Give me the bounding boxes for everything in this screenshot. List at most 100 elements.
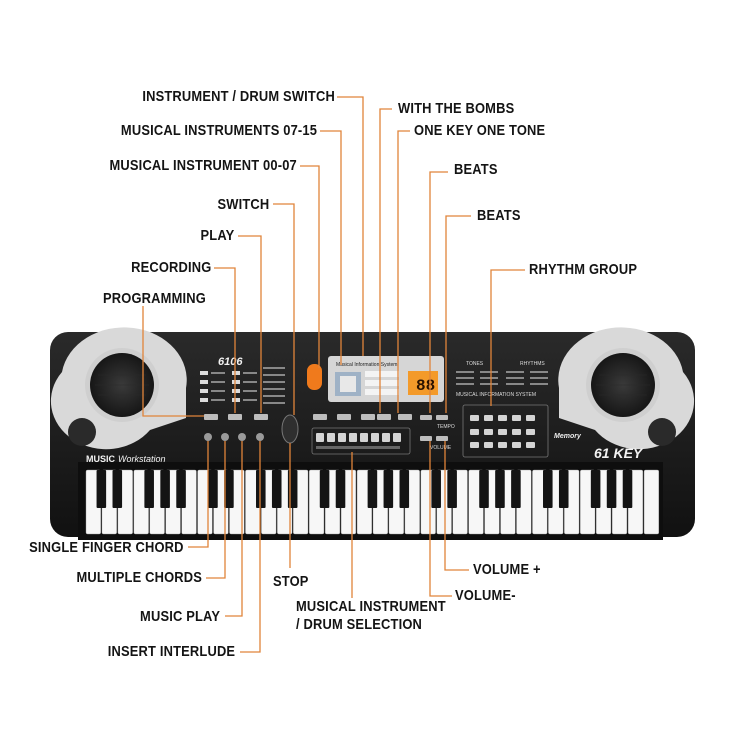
label-recording: RECORDING	[130, 259, 211, 276]
label-programming: PROGRAMMING	[103, 290, 206, 307]
function-buttons-top[interactable]	[204, 414, 268, 420]
black-key[interactable]	[622, 470, 633, 508]
black-key[interactable]	[176, 470, 186, 508]
leader-multiple-chords	[206, 441, 226, 579]
play-button	[254, 414, 268, 420]
led-digits: 88	[416, 377, 435, 395]
black-key[interactable]	[112, 470, 123, 508]
black-key[interactable]	[431, 470, 441, 508]
stop-button[interactable]	[281, 414, 299, 444]
label-single-finger-chord: SINGLE FINGER CHORD	[29, 539, 184, 556]
instrument-drum-selection-buttons[interactable]	[311, 427, 411, 455]
black-key[interactable]	[319, 470, 330, 508]
black-key[interactable]	[96, 470, 107, 508]
leader-recording	[214, 267, 236, 413]
label-switch: SWITCH	[217, 196, 269, 213]
label-play: PLAY	[200, 227, 234, 244]
svg-text:VOLUME: VOLUME	[430, 445, 452, 451]
leader-rhythm-group	[490, 269, 525, 406]
multiple-chords-button	[221, 433, 229, 441]
label-instrument-drum-switch: INSTRUMENT / DRUM SWITCH	[142, 88, 335, 105]
rhythm-group-buttons[interactable]	[462, 404, 549, 458]
leader-music-play	[225, 441, 243, 617]
instrument-list-middle	[263, 367, 285, 404]
black-key[interactable]	[144, 470, 154, 508]
instrument-drum-switch[interactable]	[307, 364, 322, 390]
leader-beats-1	[429, 171, 448, 413]
svg-text:TEMPO: TEMPO	[437, 424, 455, 430]
black-key[interactable]	[495, 470, 505, 508]
leader-one-key-one-tone	[397, 130, 410, 413]
leader-volume-plus	[444, 441, 469, 571]
svg-text:RHYTHMS: RHYTHMS	[520, 361, 545, 367]
label-one-key-one-tone: ONE KEY ONE TONE	[414, 122, 546, 139]
black-key[interactable]	[590, 470, 601, 508]
label-music-play: MUSIC PLAY	[139, 608, 220, 625]
leader-switch	[273, 203, 295, 415]
black-keys[interactable]	[96, 470, 633, 508]
black-key[interactable]	[558, 470, 569, 508]
music-play-button	[238, 433, 246, 441]
brand-music: MUSIC	[86, 454, 116, 464]
black-key[interactable]	[511, 470, 521, 508]
label-musical-instruments-07-15: MUSICAL INSTRUMENTS 07-15	[120, 122, 317, 139]
leader-insert-interlude	[240, 441, 261, 653]
white-key[interactable]	[643, 469, 659, 535]
black-key[interactable]	[208, 470, 218, 508]
black-key[interactable]	[543, 470, 553, 508]
mode-buttons[interactable]	[313, 414, 412, 420]
leader-instrument-drum-switch	[337, 96, 364, 356]
tone-rhythm-list: TONES RHYTHMS MUSICAL INFORMATION SYSTEM	[456, 361, 548, 398]
black-key[interactable]	[160, 470, 170, 508]
label-instrument-drum-selection-2: / DRUM SELECTION	[296, 616, 423, 633]
black-key[interactable]	[447, 470, 457, 508]
black-key[interactable]	[224, 470, 234, 508]
volume-plus-button	[436, 436, 448, 441]
chord-buttons[interactable]	[204, 433, 264, 441]
tempo-volume-buttons[interactable]	[420, 415, 448, 441]
svg-text:TONES: TONES	[466, 361, 484, 367]
black-key[interactable]	[367, 470, 378, 508]
leader-musical-instruments-07-15	[320, 130, 342, 365]
black-key[interactable]	[606, 470, 617, 508]
black-key[interactable]	[287, 470, 298, 508]
memory-label: Memory	[554, 433, 582, 440]
label-rhythm-group: RHYTHM GROUP	[529, 261, 638, 278]
black-key[interactable]	[271, 470, 282, 508]
leader-with-the-bombs	[379, 108, 392, 413]
led-display	[408, 371, 438, 395]
black-key[interactable]	[335, 470, 346, 508]
label-multiple-chords: MULTIPLE CHORDS	[76, 569, 202, 586]
label-insert-interlude: INSERT INTERLUDE	[107, 643, 235, 660]
leader-volume-minus	[429, 441, 452, 597]
label-beats-1: BEATS	[454, 161, 498, 178]
key-badge: 61 KEY	[594, 445, 644, 461]
model-name: 6106	[218, 356, 243, 368]
label-volume-plus: VOLUME +	[473, 561, 541, 578]
black-key[interactable]	[479, 470, 489, 508]
black-key[interactable]	[383, 470, 394, 508]
volume-minus-button	[420, 436, 432, 441]
black-key[interactable]	[256, 470, 266, 508]
svg-text:Musical Information System: Musical Information System	[336, 362, 397, 368]
label-stop: STOP	[273, 573, 309, 590]
programming-button	[204, 414, 218, 420]
right-grill	[648, 418, 676, 446]
label-with-the-bombs: WITH THE BOMBS	[398, 100, 515, 117]
leader-lines	[142, 96, 525, 653]
leader-single-finger-chord	[188, 441, 209, 548]
label-volume-minus: VOLUME-	[455, 587, 516, 604]
left-grill	[68, 418, 96, 446]
leader-musical-instrument-00-07	[300, 165, 320, 368]
black-key[interactable]	[399, 470, 410, 508]
label-musical-instrument-00-07: MUSICAL INSTRUMENT 00-07	[109, 157, 297, 174]
brand-workstation: Workstation	[118, 454, 166, 464]
insert-interlude-button	[256, 433, 264, 441]
display-panel: Musical Information System 88	[328, 356, 444, 402]
leader-beats-2	[445, 215, 471, 413]
label-beats-2: BEATS	[477, 207, 521, 224]
instrument-list-left	[200, 371, 257, 402]
leader-programming	[142, 306, 204, 417]
